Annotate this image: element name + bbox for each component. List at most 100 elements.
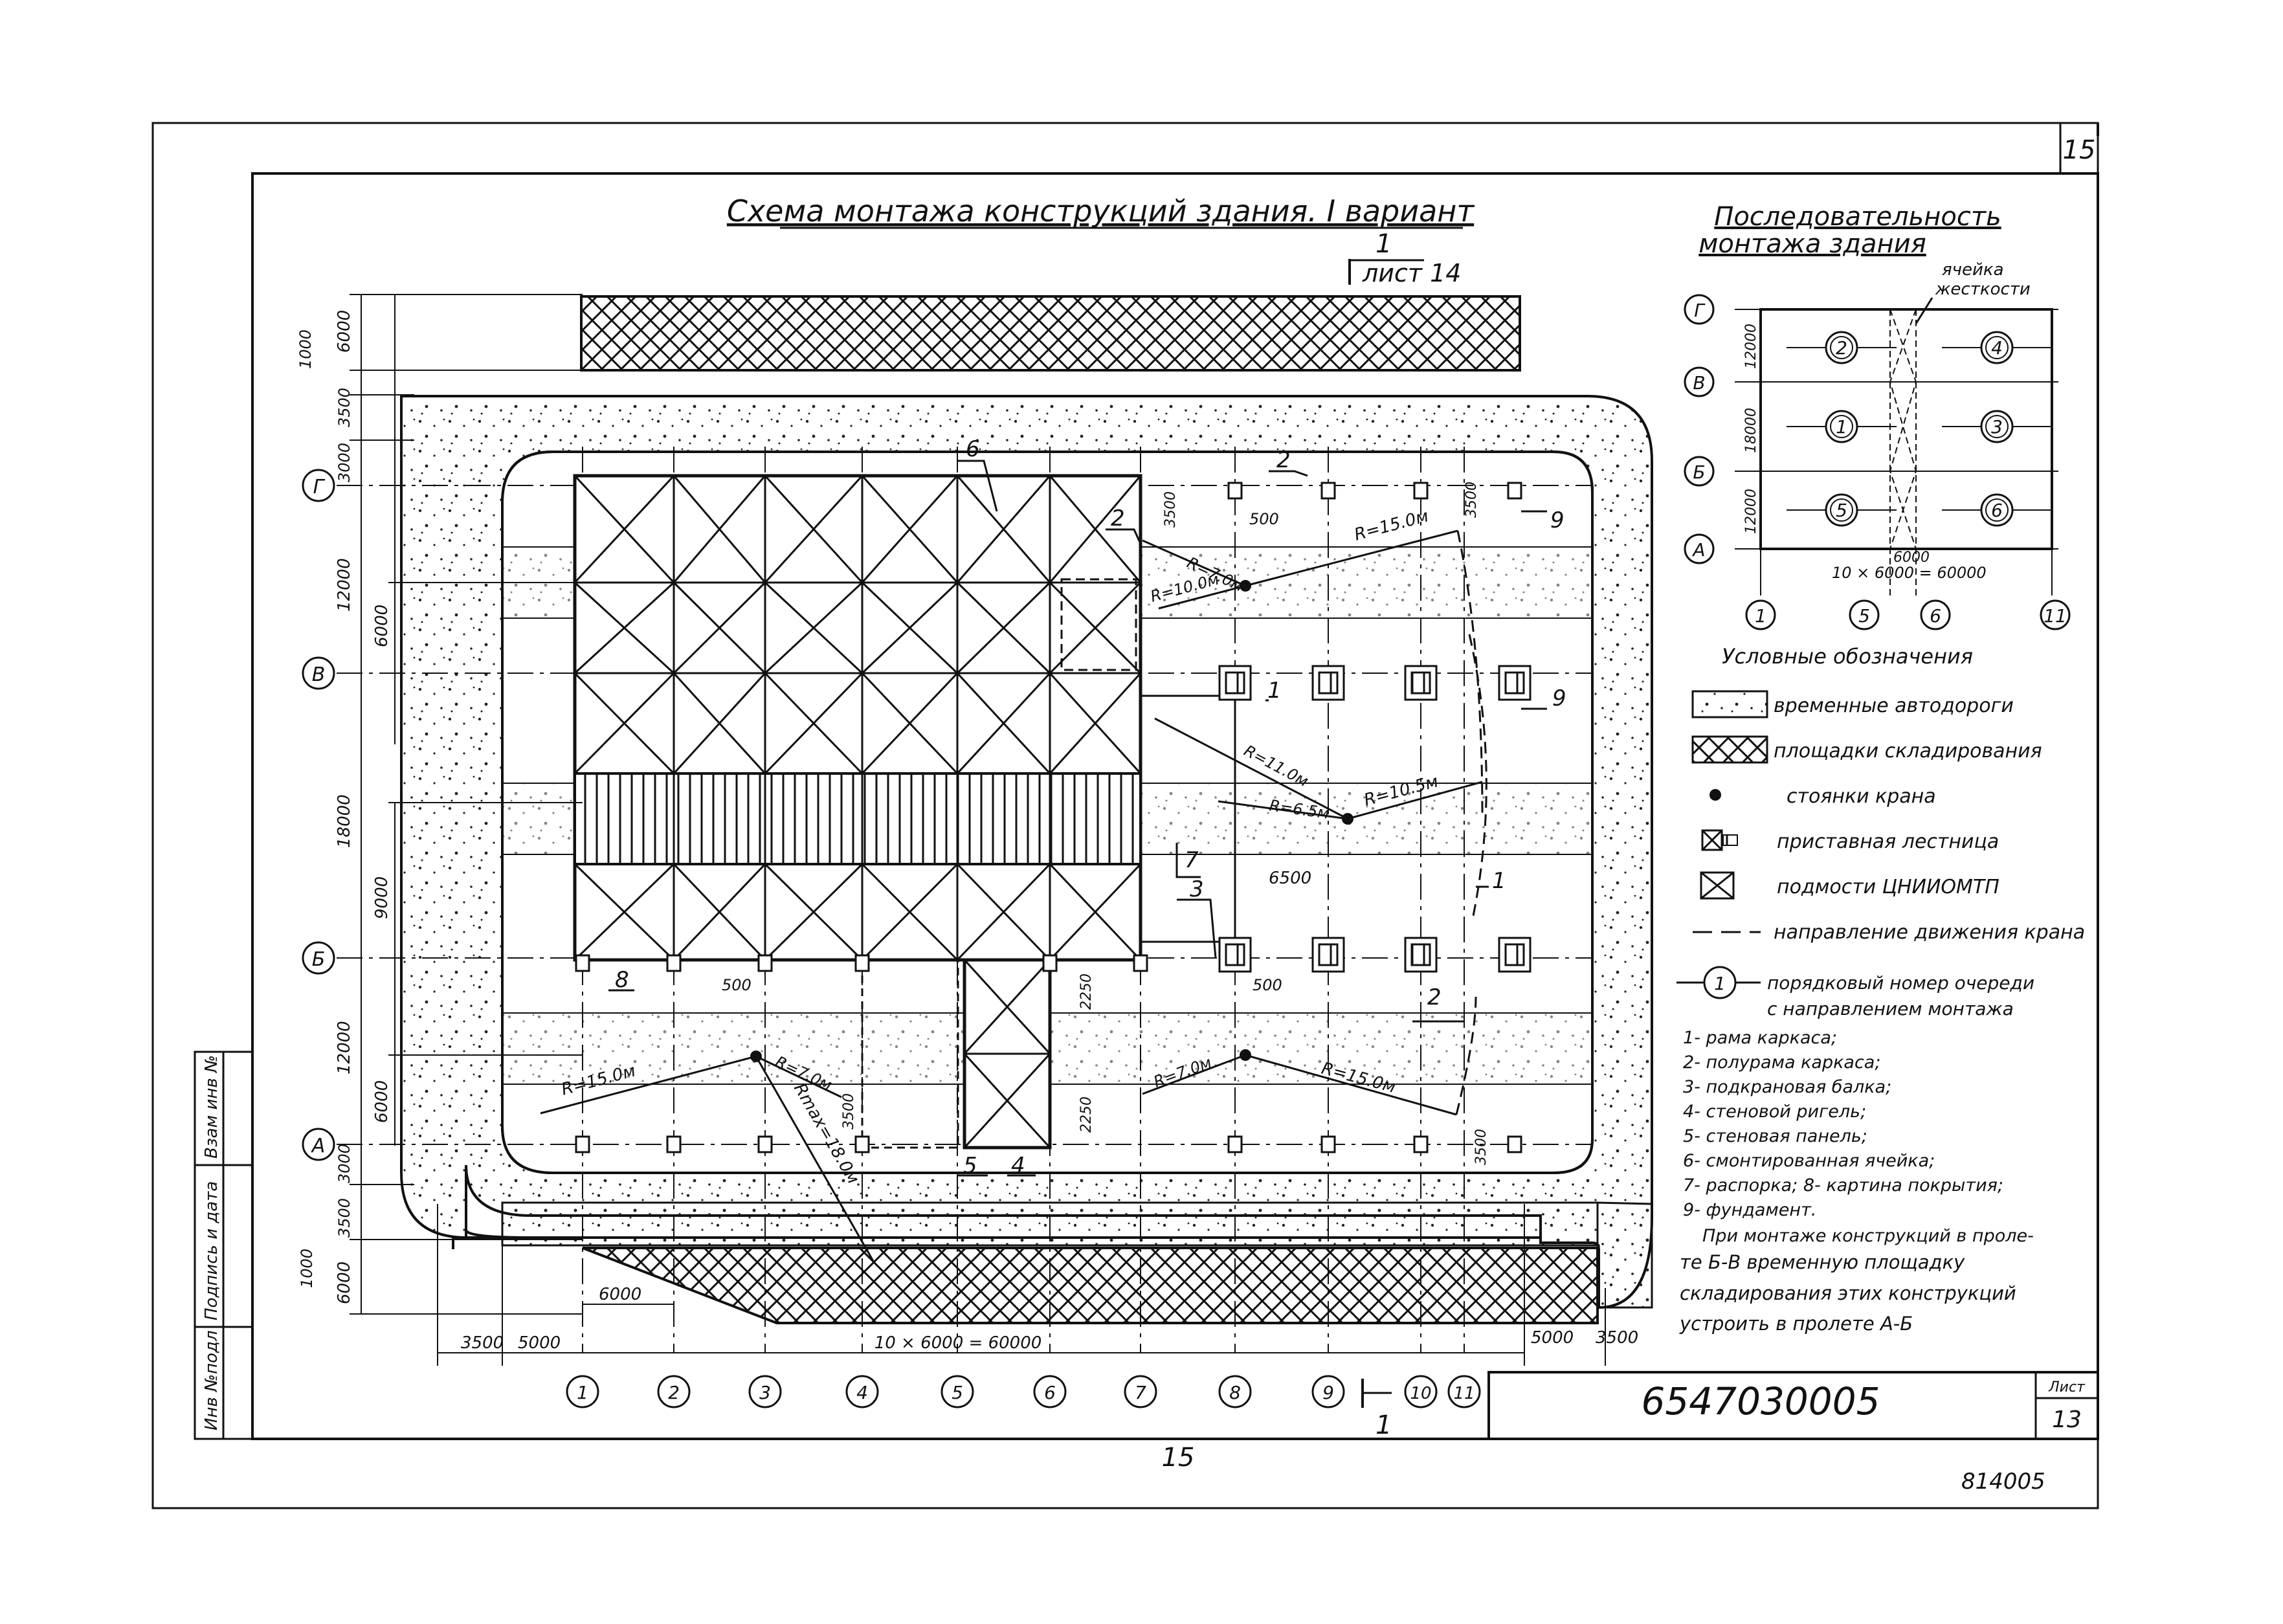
bottom-dim-6: 3500 bbox=[1596, 1328, 1638, 1348]
seq-col-11: 11 bbox=[2044, 605, 2067, 627]
column-foundation bbox=[757, 1135, 773, 1153]
row-axis-label-v: В bbox=[312, 663, 326, 686]
column-foundation bbox=[1507, 482, 1522, 500]
callout-9b: 9 bbox=[1552, 685, 1566, 711]
seq-row-v: В bbox=[1693, 372, 1705, 394]
left-dim-9: 12000 bbox=[335, 1021, 354, 1074]
sequence-cell-marker-inner bbox=[1985, 498, 2009, 522]
seq-row-a: А bbox=[1691, 539, 1705, 561]
bottom-dim-2: 5000 bbox=[518, 1333, 561, 1353]
foundation-block-core bbox=[1410, 671, 1431, 695]
row-axis-markers bbox=[302, 469, 335, 1161]
callout-4: 4 bbox=[1011, 1153, 1025, 1179]
dim-small-9: 3500 bbox=[841, 1093, 857, 1129]
unfinished-cell bbox=[1060, 578, 1137, 671]
list-label: Лист bbox=[2048, 1379, 2086, 1396]
roof-brace bbox=[764, 672, 863, 775]
row-axis-label-g: Г bbox=[313, 476, 326, 498]
roof-brace bbox=[1049, 863, 1142, 961]
left-dim-4: 3500 bbox=[335, 388, 353, 427]
section-mark-label: лист 14 bbox=[1362, 259, 1461, 287]
seq-row-dim-1: 12000 bbox=[1743, 324, 1759, 369]
roof-brace bbox=[956, 672, 1051, 775]
left-dim-5: 12000 bbox=[335, 558, 354, 612]
col-axis-label-8: 8 bbox=[1229, 1382, 1241, 1403]
note-7: 7- распорка; 8- картина покрытия; bbox=[1683, 1175, 2003, 1196]
column-foundation bbox=[1320, 482, 1336, 500]
section-mark-top: 1 лист 14 bbox=[1348, 229, 1461, 287]
remark-3: складирования этих конструкций bbox=[1680, 1282, 2016, 1304]
roof-brace bbox=[1049, 672, 1142, 775]
column-foundation bbox=[575, 1135, 590, 1153]
stamp-strip: Инв №подл Подпись и дата Взам инв № bbox=[194, 1051, 254, 1440]
stamp-label-inv: Инв №подл bbox=[202, 1330, 221, 1430]
column-foundation bbox=[1507, 1135, 1522, 1153]
col-axis-label-4: 4 bbox=[856, 1382, 868, 1403]
sequence-cell-number: 4 bbox=[1991, 337, 2003, 359]
callout-3: 3 bbox=[1190, 876, 1204, 902]
dim-small-2: 500 bbox=[1249, 510, 1279, 528]
roof-brace bbox=[861, 581, 959, 674]
foundation-block-core bbox=[1410, 943, 1431, 966]
roof-brace bbox=[673, 672, 766, 775]
roof-brace bbox=[1049, 475, 1142, 583]
dim-small-5: 500 bbox=[722, 976, 752, 994]
sequence-cell-marker-inner bbox=[1830, 336, 1853, 359]
left-dimension-lines bbox=[350, 294, 583, 1315]
roof-brace bbox=[764, 581, 863, 674]
col-axis-label-5: 5 bbox=[952, 1382, 963, 1403]
document-code: 6547030005 bbox=[1641, 1379, 1880, 1423]
foundation-block-core bbox=[1225, 943, 1245, 966]
roof-brace bbox=[574, 672, 675, 775]
left-dim-8: 9000 bbox=[372, 876, 392, 919]
callout-leaders bbox=[608, 460, 1547, 1177]
roof-brace bbox=[861, 863, 959, 961]
note-3: 3- подкрановая балка; bbox=[1683, 1077, 1891, 1097]
row-axis-label-b: Б bbox=[312, 948, 326, 971]
callout-7: 7 bbox=[1185, 847, 1199, 873]
page-number-top: 15 bbox=[2063, 135, 2096, 165]
crane-radius-lines bbox=[540, 529, 1487, 1263]
roof-brace bbox=[764, 474, 863, 584]
seq-dim-total: 10 × 6000 = 60000 bbox=[1832, 564, 1987, 582]
callout-6: 6 bbox=[966, 436, 980, 462]
roof-brace bbox=[574, 474, 675, 584]
bracing-bay bbox=[1139, 695, 1236, 943]
temporary-road-icon bbox=[1691, 690, 1768, 718]
remark-1: При монтаже конструкций в проле- bbox=[1702, 1226, 2034, 1246]
left-dim-3: 3000 bbox=[335, 443, 353, 482]
callout-2c: 2 bbox=[1427, 984, 1442, 1010]
seq-dim-cell: 6000 bbox=[1893, 550, 1930, 566]
column-foundation bbox=[666, 1135, 682, 1153]
page-number-bottom: 15 bbox=[1162, 1443, 1195, 1473]
seq-col-6: 6 bbox=[1930, 605, 1941, 627]
column-foundation bbox=[1413, 482, 1429, 500]
legend-item-3: стоянки крана bbox=[1787, 785, 1936, 808]
dim-small-1: 3500 bbox=[1163, 491, 1179, 528]
column-foundation bbox=[1042, 954, 1058, 972]
roof-brace bbox=[956, 581, 1051, 674]
roof-brace bbox=[574, 581, 675, 674]
foundation-block-core bbox=[1504, 671, 1525, 695]
callout-1a: 1 bbox=[1267, 678, 1282, 704]
seq-row-dim-2: 18000 bbox=[1743, 408, 1759, 453]
roof-brace bbox=[956, 863, 1051, 961]
roof-brace bbox=[673, 475, 766, 583]
sequence-cell-number: 5 bbox=[1836, 500, 1847, 521]
note-1: 1- рама каркаса; bbox=[1683, 1028, 1837, 1048]
roof-panels-zone bbox=[574, 772, 1142, 865]
storage-area-icon bbox=[1691, 735, 1768, 764]
scaffold-icon bbox=[1700, 871, 1735, 900]
bottom-dim-1: 3500 bbox=[461, 1333, 504, 1353]
foundation-block-core bbox=[1225, 671, 1245, 695]
column-foundation bbox=[575, 954, 590, 972]
roof-brace bbox=[1049, 581, 1142, 674]
sequence-cell-number: 1 bbox=[1836, 416, 1847, 438]
col-axis-label-10: 10 bbox=[1410, 1384, 1431, 1403]
roof-brace bbox=[956, 475, 1051, 583]
left-dim-12: 3500 bbox=[335, 1198, 353, 1238]
column-foundation bbox=[757, 954, 773, 972]
wall-panel-strip-x bbox=[963, 959, 1051, 1149]
sequence-cell-marker-inner bbox=[1830, 498, 1853, 522]
archive-number: 814005 bbox=[1961, 1469, 2045, 1495]
